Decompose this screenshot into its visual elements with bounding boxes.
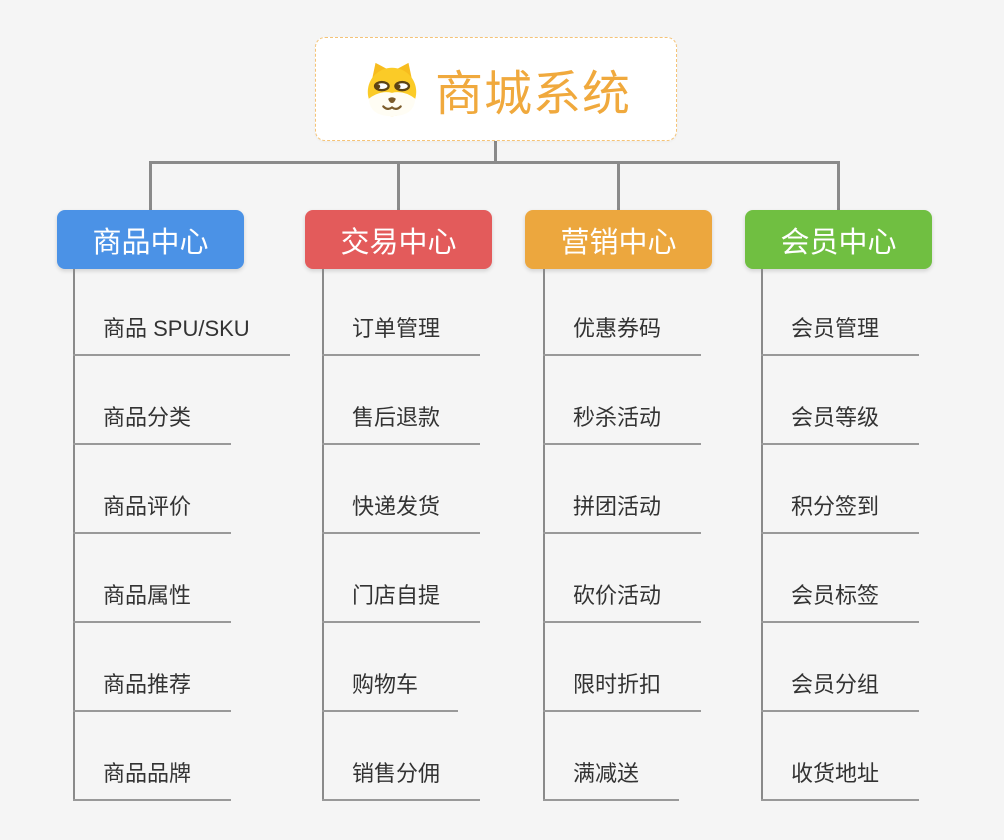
- leaf-node-member-center-3[interactable]: 会员标签: [761, 581, 920, 623]
- leaf-node-product-center-3[interactable]: 商品属性: [73, 581, 232, 623]
- connector-stub-trade-center: [397, 164, 400, 210]
- leaf-node-member-center-2[interactable]: 积分签到: [761, 492, 920, 534]
- shiba-dog-icon: [367, 62, 417, 117]
- leaf-node-member-center-5[interactable]: 收货地址: [761, 759, 920, 801]
- leaf-node-marketing-center-2[interactable]: 拼团活动: [543, 492, 702, 534]
- connector-stub-member-center: [837, 164, 840, 210]
- leaf-node-marketing-center-1[interactable]: 秒杀活动: [543, 403, 702, 445]
- leaf-node-member-center-1[interactable]: 会员等级: [761, 403, 920, 445]
- connector-vline-product-center: [73, 269, 75, 801]
- leaf-node-member-center-0[interactable]: 会员管理: [761, 314, 920, 356]
- root-node[interactable]: 商城系统: [315, 37, 677, 141]
- leaf-node-product-center-4[interactable]: 商品推荐: [73, 670, 232, 712]
- leaf-node-marketing-center-0[interactable]: 优惠券码: [543, 314, 702, 356]
- leaf-node-trade-center-0[interactable]: 订单管理: [322, 314, 481, 356]
- leaf-node-trade-center-4[interactable]: 购物车: [322, 670, 459, 712]
- branch-node-product-center[interactable]: 商品中心: [57, 210, 244, 269]
- leaf-node-trade-center-5[interactable]: 销售分佣: [322, 759, 481, 801]
- leaf-node-trade-center-3[interactable]: 门店自提: [322, 581, 481, 623]
- leaf-node-product-center-1[interactable]: 商品分类: [73, 403, 232, 445]
- leaf-node-trade-center-2[interactable]: 快递发货: [322, 492, 481, 534]
- leaf-node-marketing-center-5[interactable]: 满减送: [543, 759, 680, 801]
- leaf-node-trade-center-1[interactable]: 售后退款: [322, 403, 481, 445]
- leaf-node-product-center-0[interactable]: 商品 SPU/SKU: [73, 314, 290, 356]
- connector-stub-marketing-center: [617, 164, 620, 210]
- leaf-node-marketing-center-3[interactable]: 砍价活动: [543, 581, 702, 623]
- connector-root-drop: [494, 141, 497, 162]
- connector-vline-member-center: [761, 269, 763, 801]
- leaf-node-member-center-4[interactable]: 会员分组: [761, 670, 920, 712]
- branch-node-member-center[interactable]: 会员中心: [745, 210, 932, 269]
- leaf-node-product-center-5[interactable]: 商品品牌: [73, 759, 232, 801]
- branch-node-trade-center[interactable]: 交易中心: [305, 210, 492, 269]
- leaf-node-product-center-2[interactable]: 商品评价: [73, 492, 232, 534]
- connector-horizontal-rail: [149, 161, 840, 164]
- branch-node-marketing-center[interactable]: 营销中心: [525, 210, 712, 269]
- connector-stub-product-center: [149, 164, 152, 210]
- connector-vline-marketing-center: [543, 269, 545, 801]
- connector-vline-trade-center: [322, 269, 324, 801]
- root-node-title: 商城系统: [434, 68, 631, 121]
- leaf-node-marketing-center-4[interactable]: 限时折扣: [543, 670, 702, 712]
